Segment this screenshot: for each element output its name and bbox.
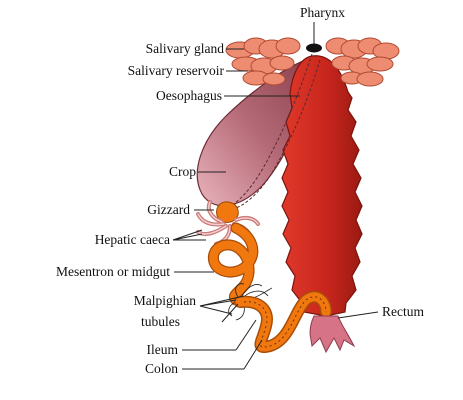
- label-colon: Colon: [145, 361, 178, 376]
- rectum-shape: [309, 315, 356, 354]
- label-salivary-gland: Salivary gland: [146, 41, 225, 56]
- label-crop: Crop: [169, 164, 196, 179]
- label-salivary-reservoir: Salivary reservoir: [128, 63, 225, 78]
- label-midgut: Mesentron or midgut: [56, 264, 170, 279]
- salivary-gland-right: [325, 37, 400, 87]
- body-shape: [281, 55, 363, 317]
- oesophagus-shape: [231, 53, 313, 206]
- label-malpighian-line2: tubules: [141, 314, 180, 329]
- label-pharynx: Pharynx: [300, 5, 345, 20]
- label-malpighian-line1: Malpighian: [134, 293, 196, 308]
- label-gizzard: Gizzard: [147, 202, 190, 217]
- pharynx-shape: [306, 43, 322, 53]
- leader-lines: [172, 22, 379, 370]
- label-ileum: Ileum: [147, 342, 179, 357]
- salivary-gland-left: [225, 37, 301, 86]
- label-hepatic-caeca: Hepatic caeca: [95, 232, 170, 247]
- label-rectum: Rectum: [382, 304, 424, 319]
- label-oesophagus: Oesophagus: [156, 88, 222, 103]
